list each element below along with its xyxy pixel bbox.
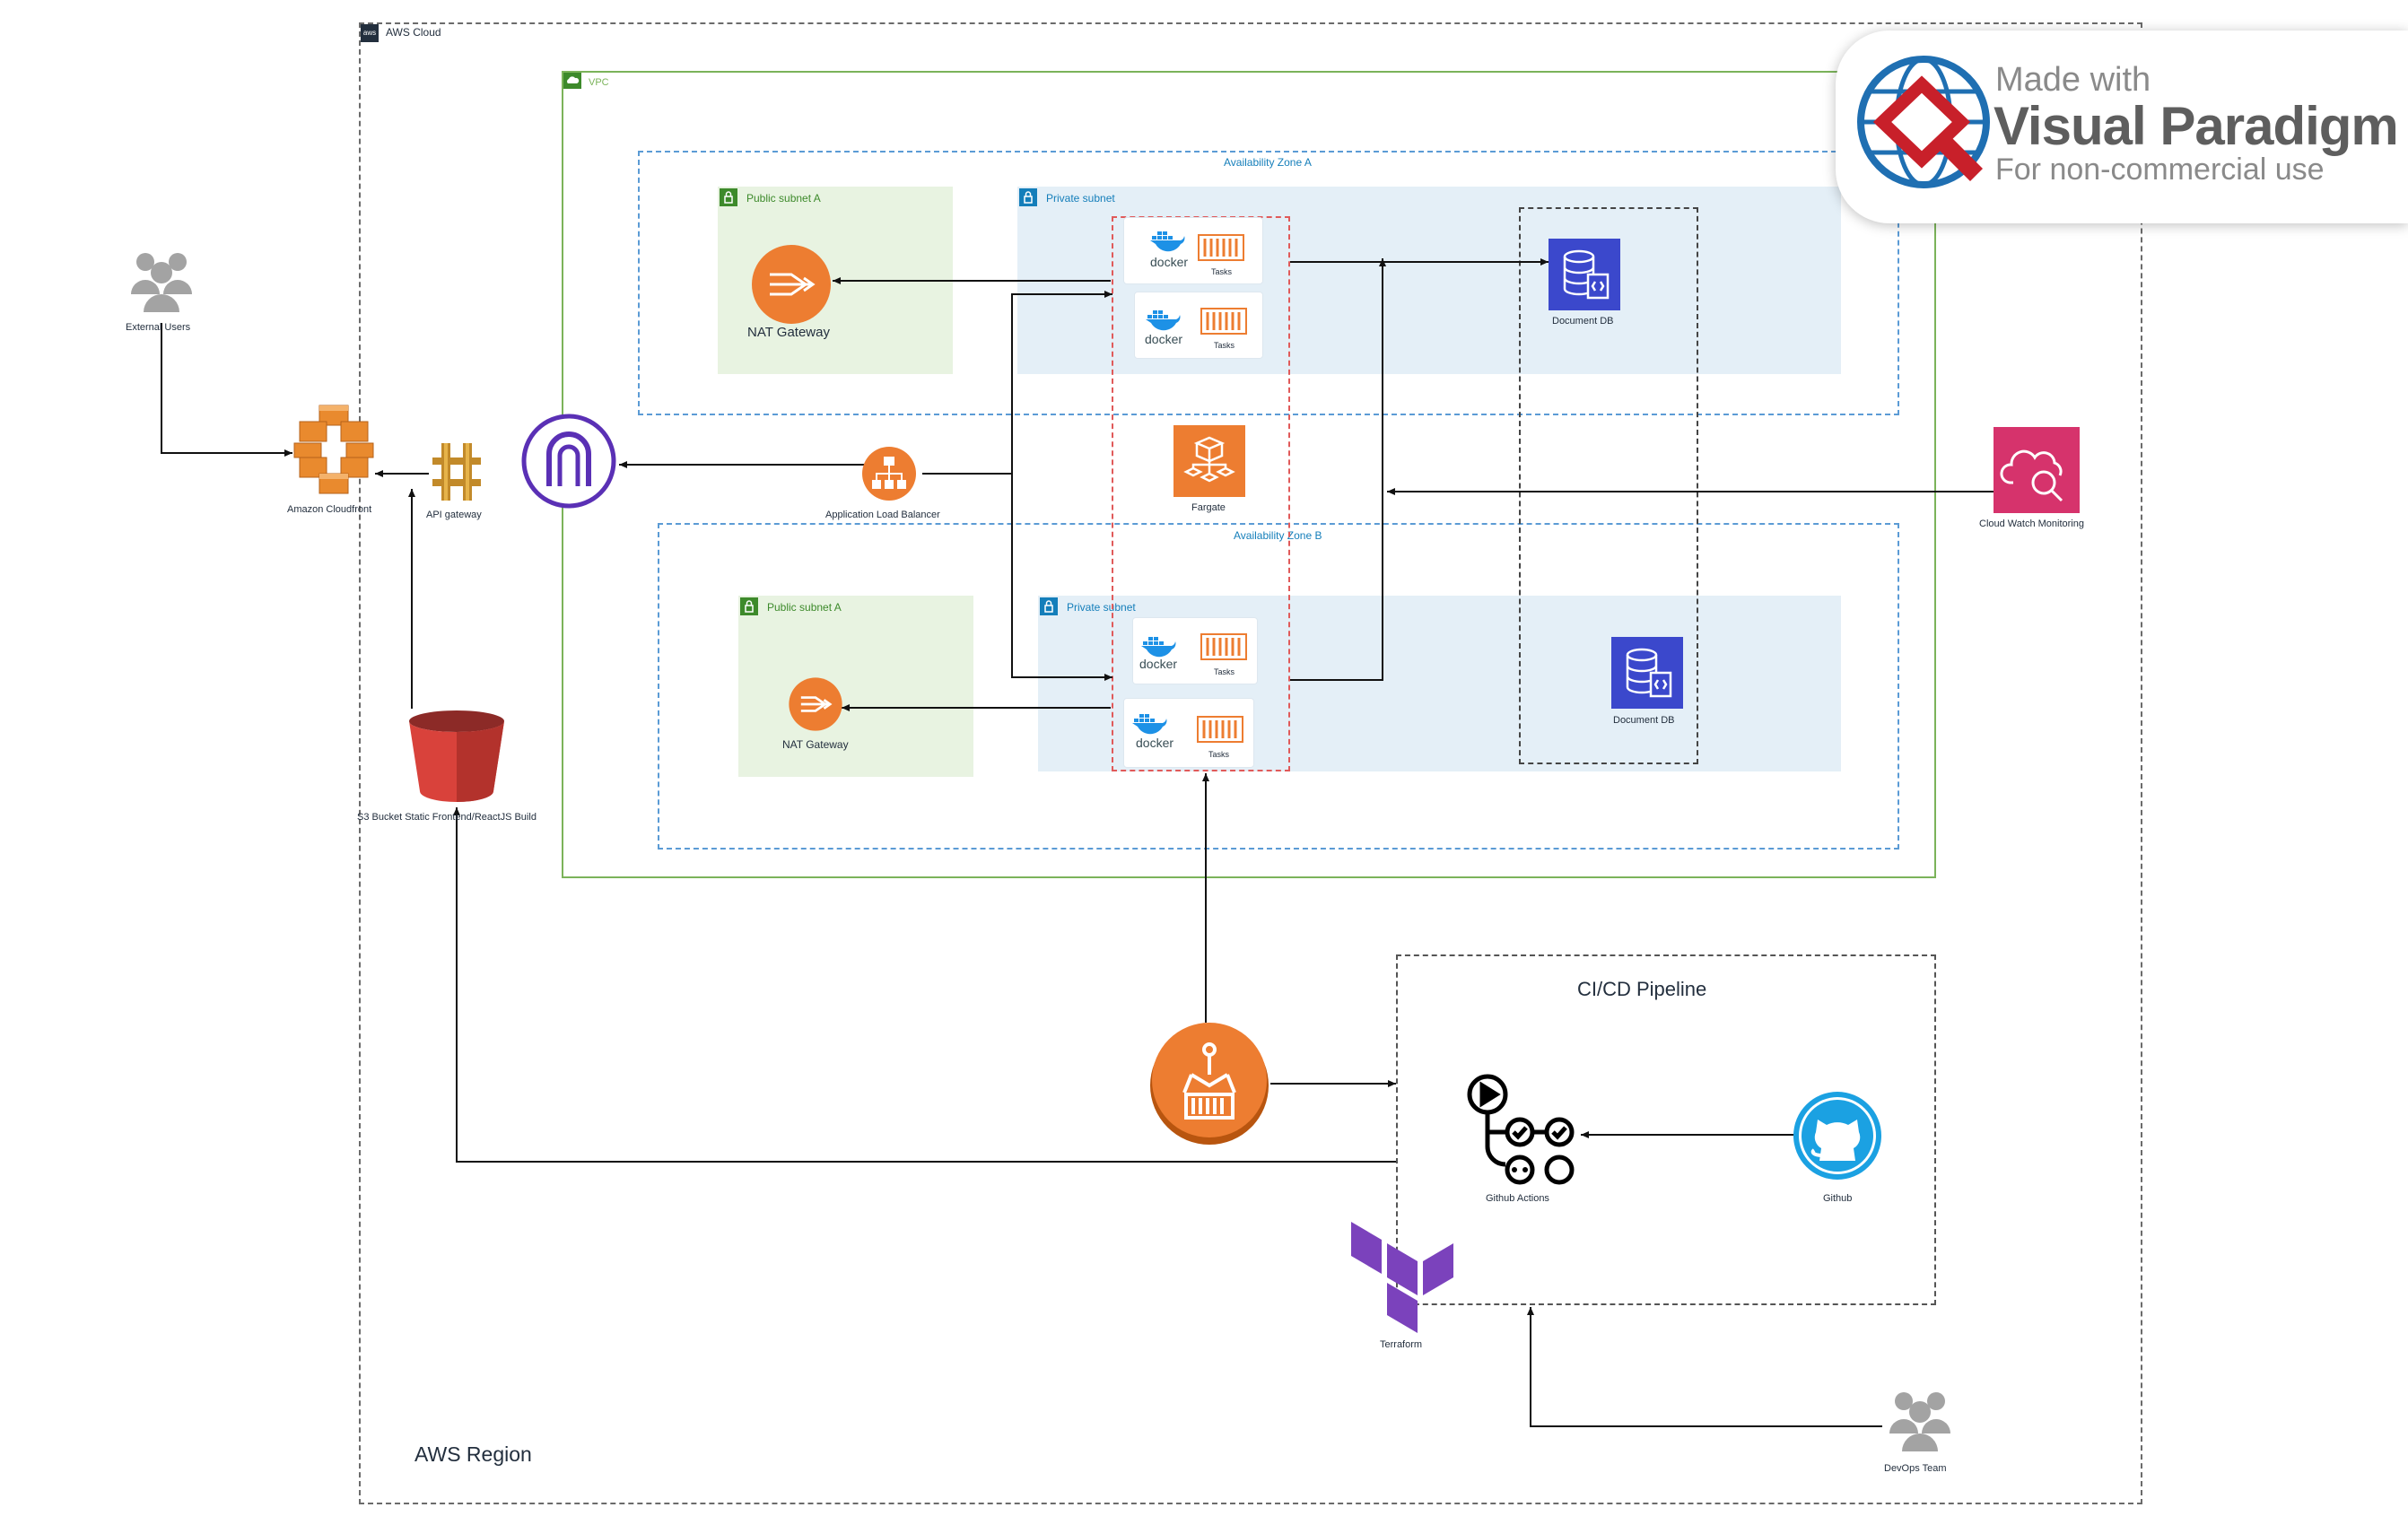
fargate-label: Fargate xyxy=(1191,502,1226,513)
private-subnet-b-title: Private subnet xyxy=(1067,601,1136,614)
vpc-title: VPC xyxy=(589,77,609,88)
terraform-label: Terraform xyxy=(1380,1339,1423,1350)
lock-icon xyxy=(720,188,737,206)
nat-gateway-b-icon xyxy=(788,676,843,732)
watermark-line1: Made with xyxy=(1995,61,2151,99)
fargate-icon xyxy=(1173,425,1245,497)
task-label: Tasks xyxy=(1214,341,1235,350)
cloudfront-icon xyxy=(292,404,375,495)
s3-bucket-label: S3 Bucket Static Frontend/ReactJS Build xyxy=(357,812,537,823)
lock-icon xyxy=(740,597,758,615)
document-db-cluster-boundary xyxy=(1519,207,1698,764)
vpc-cloud-icon xyxy=(563,73,581,89)
task-card xyxy=(1123,217,1263,284)
cloudwatch-icon xyxy=(1994,427,2080,513)
external-users-icon xyxy=(124,249,199,314)
cloudwatch-label: Cloud Watch Monitoring xyxy=(1979,518,2084,529)
container-icon xyxy=(1198,234,1244,261)
cloudfront-label: Amazon Cloudfront xyxy=(287,504,372,515)
visual-paradigm-logo xyxy=(1857,56,1997,196)
aws-cloud-boundary xyxy=(359,22,2142,1504)
docker-wordmark: docker xyxy=(1136,736,1174,750)
devops-team-icon xyxy=(1882,1389,1958,1453)
container-icon xyxy=(1200,633,1247,660)
document-db-b-icon xyxy=(1611,637,1683,709)
nat-gateway-a-icon xyxy=(750,244,833,325)
private-subnet-a-title: Private subnet xyxy=(1046,192,1115,205)
document-db-a-icon xyxy=(1549,239,1620,310)
container-icon xyxy=(1197,716,1243,743)
aws-cloud-title: AWS Cloud xyxy=(386,26,441,39)
docker-whale-icon xyxy=(1146,309,1182,331)
vpc-endpoint-icon xyxy=(520,413,617,510)
external-users-label: External Users xyxy=(126,322,191,333)
docker-wordmark: docker xyxy=(1150,255,1189,269)
terraform-icon xyxy=(1351,1222,1455,1333)
document-db-b-label: Document DB xyxy=(1613,715,1675,726)
api-gateway-icon xyxy=(429,440,484,504)
github-label: Github xyxy=(1823,1193,1853,1204)
docker-whale-icon xyxy=(1141,635,1177,658)
docker-wordmark: docker xyxy=(1145,332,1183,346)
cicd-pipeline-title: CI/CD Pipeline xyxy=(1577,978,1707,1000)
github-actions-icon xyxy=(1462,1073,1581,1190)
watermark-line3: For non-commercial use xyxy=(1995,152,2325,187)
watermark-line2: Visual Paradigm xyxy=(1994,96,2399,156)
task-label: Tasks xyxy=(1208,750,1230,759)
document-db-a-label: Document DB xyxy=(1552,316,1614,327)
load-balancer-label: Application Load Balancer xyxy=(825,510,940,520)
load-balancer-icon xyxy=(861,446,917,501)
github-actions-label: Github Actions xyxy=(1486,1193,1549,1204)
public-subnet-b-title: Public subnet A xyxy=(767,601,842,614)
lock-icon xyxy=(1019,188,1037,206)
aws-logo-icon: aws xyxy=(361,24,379,42)
availability-zone-a xyxy=(638,151,1899,415)
availability-zone-b xyxy=(658,523,1899,850)
docker-whale-icon xyxy=(1150,230,1186,252)
task-label: Tasks xyxy=(1214,667,1235,676)
zone-b-title: Availability Zone B xyxy=(1234,529,1322,542)
task-label: Tasks xyxy=(1211,267,1233,276)
docker-whale-icon xyxy=(1132,712,1168,735)
public-subnet-b-box xyxy=(738,596,973,777)
lock-icon xyxy=(1040,597,1058,615)
api-gateway-label: API gateway xyxy=(426,510,482,520)
container-icon xyxy=(1200,308,1247,335)
s3-bucket-icon xyxy=(407,709,506,804)
container-registry-icon xyxy=(1148,1023,1270,1145)
aws-region-label: AWS Region xyxy=(414,1442,532,1466)
cicd-pipeline-box xyxy=(1396,954,1936,1305)
devops-team-label: DevOps Team xyxy=(1884,1463,1947,1474)
nat-gateway-a-label: NAT Gateway xyxy=(747,325,830,340)
github-icon xyxy=(1793,1091,1882,1181)
public-subnet-a-title: Public subnet A xyxy=(746,192,821,205)
docker-wordmark: docker xyxy=(1139,657,1178,671)
nat-gateway-b-label: NAT Gateway xyxy=(782,738,849,751)
zone-a-title: Availability Zone A xyxy=(1224,156,1312,169)
